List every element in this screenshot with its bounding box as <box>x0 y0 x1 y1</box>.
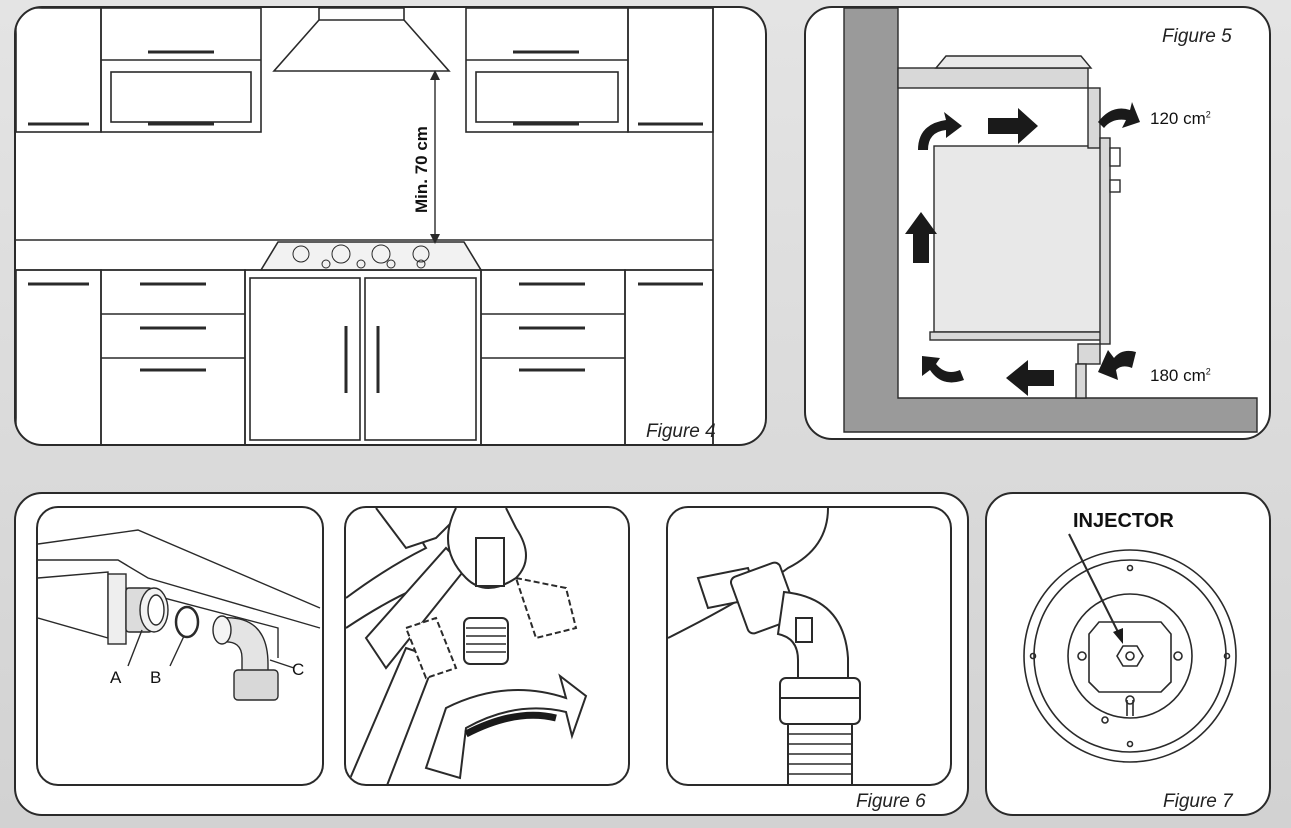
cooker-hood <box>272 8 451 72</box>
figure-4-caption: Figure 4 <box>646 421 716 442</box>
burner-top-view-drawing <box>1023 533 1237 763</box>
injector-nut <box>1116 645 1144 667</box>
airflow-arrows <box>905 102 1140 396</box>
injector-pointer-line <box>1068 533 1120 635</box>
figure-6-caption: Figure 6 <box>856 791 926 812</box>
rotation-arrow <box>424 673 588 780</box>
part-b-label: B <box>150 668 162 687</box>
wall-section <box>843 8 1258 433</box>
part-c-label: C <box>292 660 305 679</box>
oven-body <box>933 145 1105 333</box>
airflow-arrow-left <box>1006 360 1054 396</box>
wall-cabinet-right-1 <box>465 8 629 133</box>
figure-5-caption: Figure 5 <box>1162 26 1232 47</box>
part-a-label: A <box>110 668 122 687</box>
hob-outline <box>259 241 483 271</box>
airflow-arrow-curve-top <box>918 112 962 150</box>
base-cabinet-1 <box>16 269 102 444</box>
part-b-washer <box>174 605 200 639</box>
connection-parts-view: A B C <box>36 506 324 786</box>
figure-7-panel: INJECTOR Figure 7 <box>985 492 1271 816</box>
top-vent-area-label: 120 cm2 <box>1150 109 1211 128</box>
bottom-vent-area-label: 180 cm2 <box>1150 366 1211 385</box>
wall-cabinet-right-2 <box>627 8 714 133</box>
fitting-parts-drawing <box>38 529 321 701</box>
hose-connection-view <box>666 506 952 786</box>
wrench-drawing <box>346 508 588 784</box>
airflow-arrow-exhaust <box>1098 102 1140 128</box>
clearance-dimension-label: Min. 70 cm <box>412 126 431 213</box>
base-double-door <box>244 269 482 444</box>
hose-nut <box>779 677 861 725</box>
hose-drawing <box>668 508 861 784</box>
figure-7-caption: Figure 7 <box>1163 791 1233 812</box>
airflow-arrow-curve-bottom <box>922 356 964 383</box>
figure-6-panel: A B C <box>14 492 969 816</box>
wall-cabinet-left-1 <box>16 8 102 133</box>
burner-outer-ring <box>1023 549 1237 763</box>
ventilation-section-drawing <box>843 8 1258 433</box>
wall-cabinet-left-2 <box>100 8 262 133</box>
injector-title: INJECTOR <box>1073 510 1174 532</box>
airflow-arrow-up <box>905 212 937 263</box>
kitchen-elevation-drawing <box>16 8 714 444</box>
base-cabinet-2 <box>624 269 714 444</box>
wrench-tightening-view <box>344 506 630 786</box>
airflow-arrow-intake <box>1098 350 1136 380</box>
airflow-arrow-right <box>988 108 1038 144</box>
figure-4-panel: Min. 70 cm Figure 4 <box>14 6 767 446</box>
figure-5-panel: Figure 5 120 cm2 180 cm2 <box>804 6 1271 440</box>
corrugated-hose <box>787 723 853 784</box>
